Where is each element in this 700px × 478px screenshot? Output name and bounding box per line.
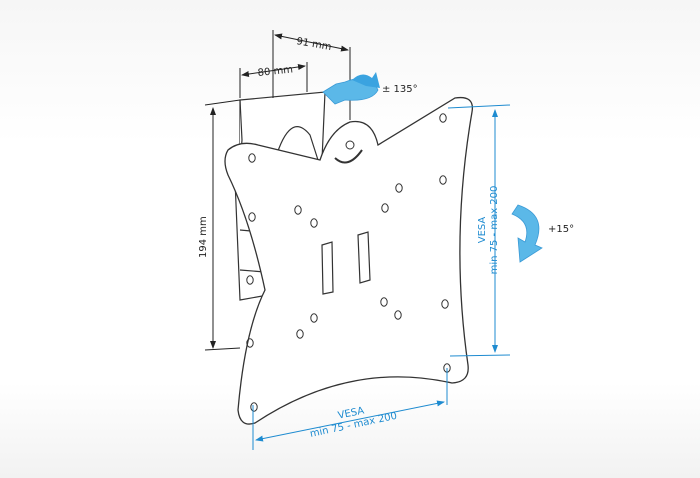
mounting-hole xyxy=(294,205,302,215)
vesa-vertical-title: VESA xyxy=(477,217,488,244)
mounting-hole xyxy=(310,313,318,323)
mounting-hole xyxy=(296,329,304,339)
swivel-label: ± 135° xyxy=(382,84,418,95)
black-dimension-lines xyxy=(204,30,351,351)
plate-handle-slot xyxy=(334,149,363,164)
tilt-label: +15° xyxy=(548,224,574,235)
mounting-hole xyxy=(310,218,318,228)
depth-min-label: 80 mm xyxy=(257,64,293,79)
mounting-hole xyxy=(380,297,388,307)
vesa-vertical-range: min 75 - max 200 xyxy=(489,186,500,275)
tilt-arrow-icon xyxy=(511,204,543,263)
mounting-hole xyxy=(439,113,447,123)
mounting-hole xyxy=(248,212,256,222)
mounting-holes xyxy=(246,113,451,412)
center-slots xyxy=(321,231,371,295)
mounting-hole xyxy=(394,310,402,320)
depth-max-label: 91 mm xyxy=(295,36,332,53)
swivel-arrow-icon xyxy=(322,72,380,105)
mounting-hole xyxy=(246,338,254,348)
mounting-hole xyxy=(395,183,403,193)
plate-hole xyxy=(345,140,355,150)
mounting-hole xyxy=(381,203,389,213)
vesa-horizontal-title: VESA xyxy=(337,405,365,421)
mounting-hole xyxy=(441,299,449,309)
mounting-hole xyxy=(246,275,254,285)
vesa-dimension-lines xyxy=(252,104,511,450)
height-label: 194 mm xyxy=(198,216,209,258)
mounting-hole xyxy=(439,175,447,185)
mounting-hole xyxy=(248,153,256,163)
mounting-plate xyxy=(224,96,474,425)
